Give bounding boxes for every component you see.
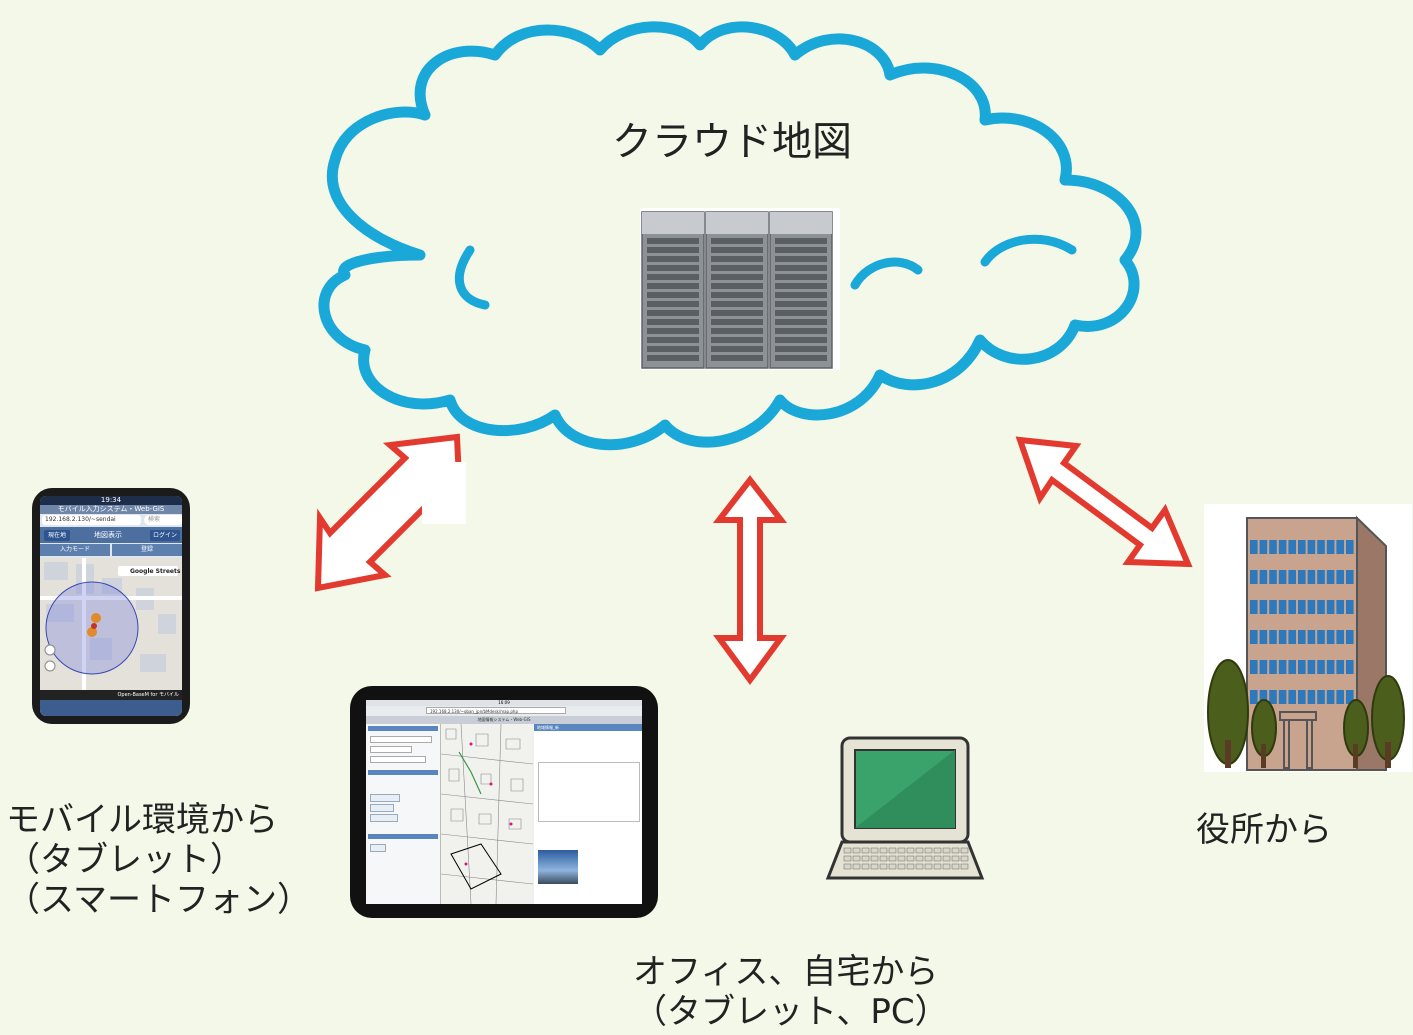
- phone-current-location-button[interactable]: 現在地: [44, 530, 70, 541]
- phone-map-view-button[interactable]: 地図表示: [94, 531, 122, 539]
- mobile-label-line: モバイル環境から: [6, 800, 278, 840]
- mobile-access-label: モバイル環境から （タブレット） （スマートフォン）: [6, 800, 311, 920]
- phone-tab-register[interactable]: 登録: [112, 544, 182, 556]
- arrow-cityhall-cloud: [1015, 436, 1193, 568]
- phone-app-title: モバイル入力システム・Web-GIS: [57, 505, 165, 513]
- phone-search-input[interactable]: 検索: [144, 515, 182, 525]
- phone-map[interactable]: [40, 558, 182, 690]
- smartphone-device: 19:34 モバイル入力システム・Web-GIS 192.168.2.130/~…: [32, 488, 190, 724]
- tablet-app-title: 地図情報システム・Web-GIS: [366, 716, 642, 724]
- phone-map-layer-label[interactable]: Google Streets: [130, 568, 181, 575]
- tablet-panel-title: 地域情報_新: [534, 724, 642, 731]
- mobile-label-line: （スマートフォン）: [6, 880, 311, 920]
- tablet-info-panel: 地域情報_新: [534, 724, 642, 904]
- phone-footer: Open-BaseM for モバイル: [40, 690, 182, 700]
- cityhall-access-label: 役所から: [1196, 810, 1332, 850]
- tablet-map[interactable]: [441, 724, 533, 904]
- office-access-label: オフィス、自宅から （タブレット、PC）: [633, 952, 949, 1032]
- phone-login-button[interactable]: ログイン: [150, 530, 180, 541]
- arrow-mobile-cloud: [314, 433, 466, 592]
- phone-url-bar[interactable]: 192.168.2.130/~sendai: [42, 515, 141, 525]
- arrow-office-cloud: [712, 475, 788, 686]
- cloud-title: クラウド地図: [612, 119, 852, 165]
- tablet-screen: 16:09 192.168.2.130/~oban_jpn/bMdesk/map…: [366, 700, 642, 904]
- cloud-shape: [318, 21, 1142, 451]
- tablet-time: 16:09: [366, 700, 642, 706]
- city-hall-icon: [1204, 504, 1412, 772]
- tablet-left-panel: [366, 724, 441, 904]
- phone-screen: 19:34 モバイル入力システム・Web-GIS 192.168.2.130/~…: [40, 496, 182, 716]
- office-label-line: （タブレット、PC）: [633, 992, 949, 1032]
- server-rack-icon: [640, 208, 840, 370]
- tablet-device: 16:09 192.168.2.130/~oban_jpn/bMdesk/map…: [350, 686, 658, 918]
- phone-tab-input-mode[interactable]: 入力モード: [40, 544, 110, 556]
- laptop-icon: [825, 736, 985, 880]
- phone-time: 19:34: [100, 496, 122, 504]
- office-label-line: オフィス、自宅から: [633, 952, 939, 992]
- mobile-label-line: （タブレット）: [6, 840, 244, 880]
- tablet-url-bar[interactable]: 192.168.2.130/~oban_jpn/bMdesk/map.php: [426, 707, 566, 714]
